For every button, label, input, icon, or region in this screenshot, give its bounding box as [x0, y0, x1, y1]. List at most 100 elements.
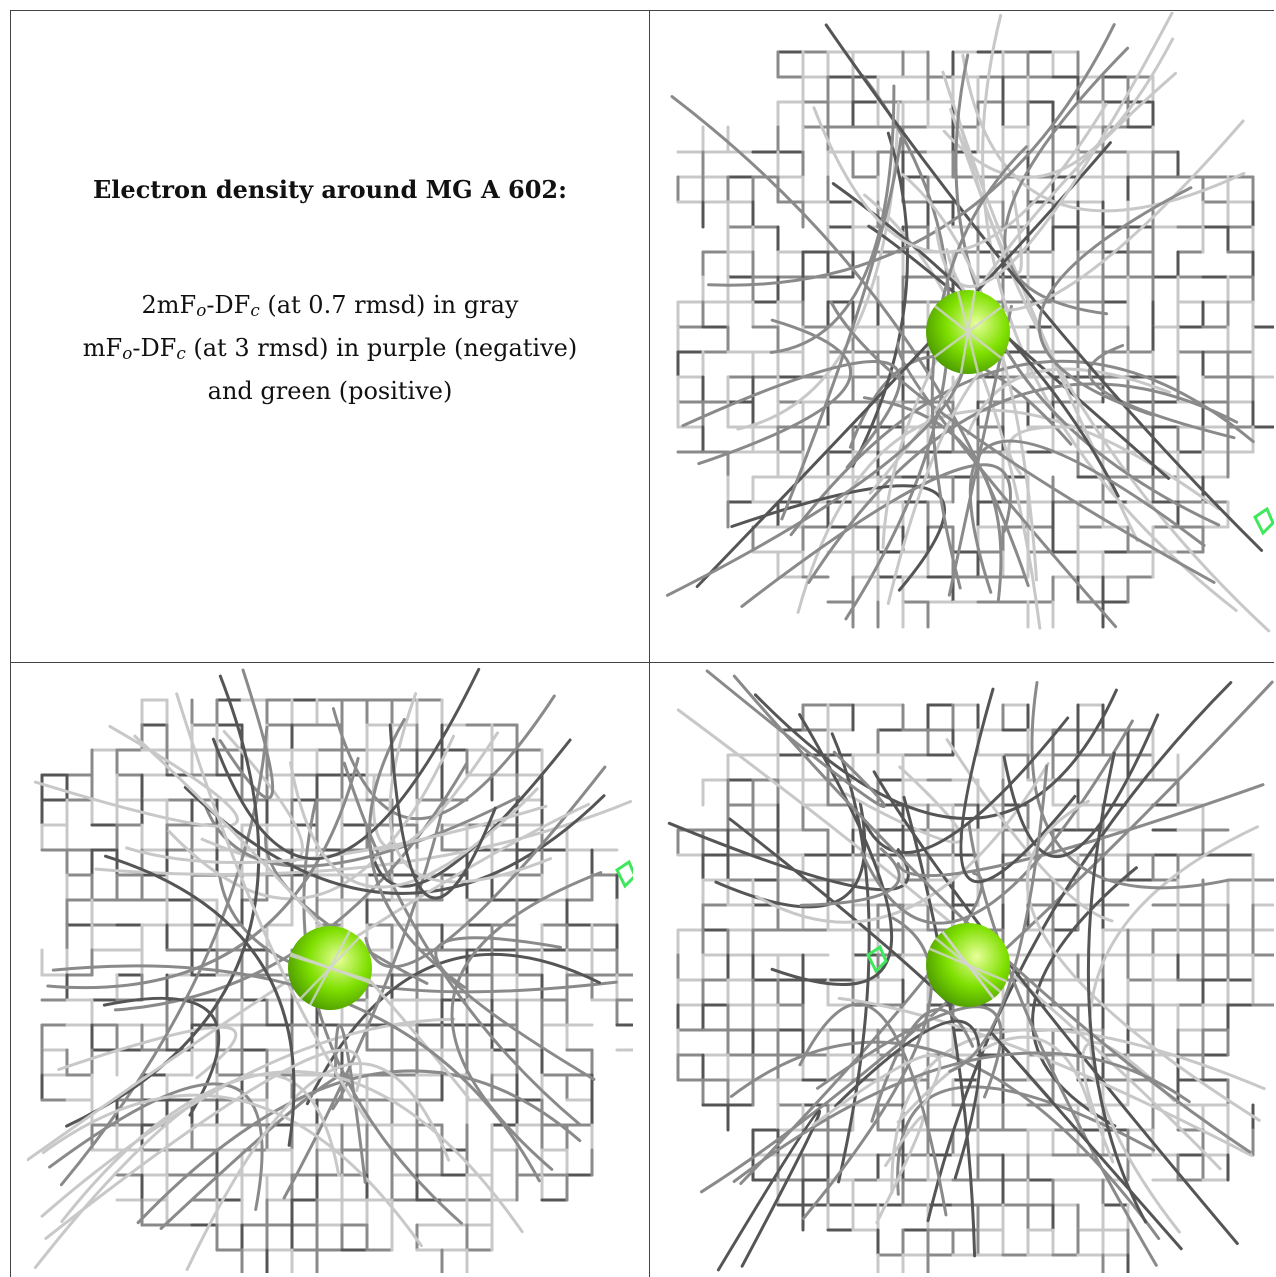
mesh-strand — [46, 756, 360, 990]
legend-description: 2mFo-DFc (at 0.7 rmsd) in gray mFo-DFc (… — [83, 286, 577, 410]
mesh-strand — [697, 318, 852, 466]
mesh-strand — [331, 694, 556, 821]
mesh-strand — [1086, 751, 1148, 1224]
mesh-strand — [175, 692, 370, 1124]
mesh-strand — [934, 12, 1174, 288]
mesh-strand — [1037, 186, 1193, 416]
mesh-strand — [947, 304, 1013, 597]
positive-density-fragment — [866, 944, 888, 974]
mesh-strand — [830, 732, 871, 1184]
legend-title: Electron density around MG A 602: — [93, 175, 567, 204]
mesh-strands — [27, 667, 633, 1271]
mesh-strand — [859, 716, 1070, 854]
density-panel-bottom-right — [663, 665, 1274, 1273]
mesh-strand — [926, 681, 1233, 1223]
mesh-strand — [801, 916, 933, 1221]
mesh-strand — [834, 1019, 982, 1180]
mesh-strand — [798, 1002, 948, 1217]
density-panel-top-right — [663, 12, 1274, 636]
mesh-strand — [837, 996, 1253, 1157]
mesh-strand — [388, 723, 497, 900]
mesh-strand — [945, 738, 1114, 923]
mesh-strand — [740, 463, 1012, 608]
mesh-strand — [51, 964, 541, 1183]
legend-cell: Electron density around MG A 602: 2mFo-D… — [12, 12, 648, 657]
mesh-strand — [104, 854, 296, 1147]
mesh-strand — [667, 821, 910, 892]
mesh-strand — [133, 734, 470, 1099]
mesh-strand — [40, 1017, 456, 1218]
mesh-strand — [41, 1093, 423, 1248]
mesh-strand — [33, 724, 239, 828]
density-mesh-view-1 — [665, 12, 1274, 633]
mesh-strand — [211, 667, 481, 861]
mesh-lines — [40, 698, 633, 1273]
mesh-strand-over-atom — [289, 954, 371, 982]
mesh-strand — [870, 1008, 975, 1123]
mesh-strand — [799, 847, 901, 907]
mesh-strand — [1002, 713, 1160, 859]
mesh-strand — [816, 1005, 1003, 1099]
positive-density-fragment — [615, 859, 633, 889]
mesh-strand — [956, 113, 1271, 633]
mesh-strand — [796, 408, 1220, 614]
mesh-strand — [302, 801, 463, 1225]
mesh-strand — [125, 804, 548, 865]
mesh-strand — [730, 484, 946, 592]
mesh-strand — [167, 734, 455, 901]
mesh-strand — [824, 23, 1264, 552]
mesh-strand — [371, 731, 499, 850]
mesh-strand — [218, 668, 275, 800]
mesh-strand — [959, 687, 1077, 884]
mesh-strand — [388, 692, 553, 884]
mesh-strand — [896, 783, 1265, 878]
density-mesh-view-3 — [667, 669, 1274, 1273]
mesh-strand — [902, 795, 977, 1258]
mesh-strand — [755, 762, 1050, 924]
mesh-strand — [860, 719, 1134, 925]
mesh-strand — [136, 1069, 582, 1225]
legend-line-mfo: mFo-DFc (at 3 rmsd) in purple (negative) — [82, 334, 578, 363]
mesh-strand — [705, 669, 886, 809]
mesh-strand — [434, 936, 596, 1081]
mesh-strand — [185, 1062, 451, 1271]
mesh-strand — [812, 102, 1108, 254]
mesh-strand — [1003, 46, 1130, 316]
mesh-strand — [1025, 799, 1261, 1122]
mesh-strand — [289, 761, 539, 889]
mesh-strand — [368, 718, 466, 989]
table-border-left — [10, 10, 11, 1277]
mesh-strand — [948, 764, 1049, 1073]
mesh-strand — [27, 802, 591, 1162]
mesh-strand — [334, 1023, 367, 1184]
mesh-strand — [807, 382, 1239, 584]
table-border-center — [649, 10, 650, 1277]
positive-density-fragment — [1253, 506, 1274, 536]
mesh-strand — [681, 360, 902, 469]
mesh-strand — [202, 795, 521, 868]
mesh-lines — [676, 703, 1274, 1273]
mesh-strand — [991, 1032, 1183, 1251]
mesh-strand — [1088, 344, 1236, 440]
mesh-strand — [183, 785, 606, 895]
mesh-strand — [961, 53, 1246, 213]
mesh-strand — [981, 13, 1238, 612]
legend-line-green: and green (positive) — [207, 377, 453, 405]
mesh-strand — [875, 1115, 925, 1224]
mesh-strand — [844, 765, 964, 844]
density-panel-bottom-left — [27, 665, 633, 1273]
mesh-strand — [44, 1048, 363, 1240]
mesh-strand — [65, 674, 261, 1128]
density-mesh-view-2 — [27, 667, 633, 1273]
mesh-strand — [811, 1053, 942, 1127]
mesh-strand — [942, 37, 1175, 179]
mesh-strand — [851, 131, 909, 468]
mesh-strand — [968, 439, 1206, 594]
mesh-strand — [57, 1025, 238, 1080]
mesh-strand — [282, 798, 447, 1200]
mesh-strand — [33, 1073, 341, 1269]
mesh-strand — [670, 95, 1030, 588]
mesh-strand — [366, 738, 572, 888]
mesh-strand — [769, 84, 896, 354]
mesh-strand — [780, 136, 903, 521]
